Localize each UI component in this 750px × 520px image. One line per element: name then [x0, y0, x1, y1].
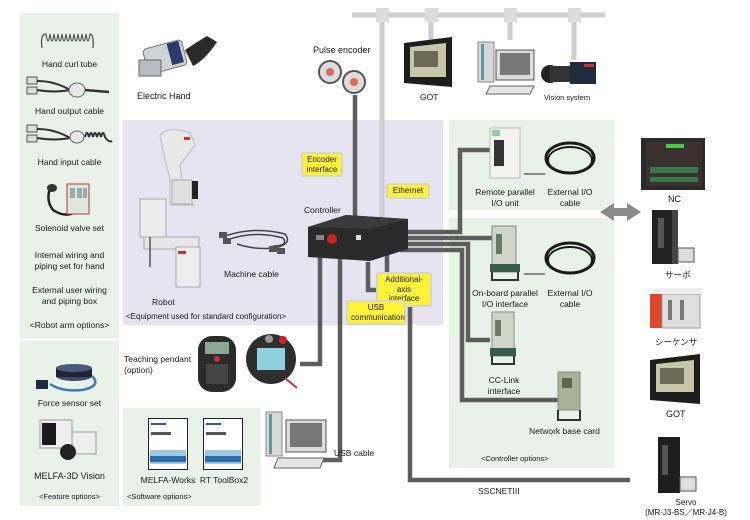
- pulse-encoder-label: Pulse encoder: [313, 45, 371, 55]
- sscnet-label: SSCNETIII: [478, 486, 520, 496]
- cc-link-interface-icon: [490, 311, 516, 365]
- servo-jp-label: サーボ: [665, 270, 691, 280]
- electric-hand-icon: [138, 36, 217, 77]
- machine-cable-label: Machine cable: [224, 269, 279, 279]
- nc-label: NC: [668, 194, 681, 204]
- personal-computer-icon: [477, 41, 535, 95]
- teaching-pendant-r56tb-icon: [246, 334, 298, 389]
- hand-input-cable-label: Hand input cable: [37, 157, 102, 167]
- cc-link-interface-label: CC-Link interface: [487, 375, 521, 396]
- controller-options-title: <Controller options>: [481, 454, 549, 463]
- hand-output-cable-label: Hand output cable: [35, 106, 104, 116]
- force-sensor-set-label: Force sensor set: [37, 398, 102, 408]
- melfa-works-manual-icon: [148, 418, 188, 470]
- standard-config-title: <Equipment used for standard configurati…: [126, 312, 287, 321]
- network-base-card-icon: [557, 371, 581, 421]
- hand-curl-tube-label: Hand curl tube: [41, 59, 98, 69]
- solenoid-valve-set-label: Solenoid valve set: [35, 223, 104, 233]
- external-io-cable-2-icon: [544, 241, 596, 275]
- got-top-icon: [404, 37, 452, 87]
- hand-input-cable-icon: [26, 124, 113, 144]
- vertical-robot-icon: [159, 129, 198, 206]
- got-right-label: GOT: [666, 409, 686, 419]
- scara-robot-icon: [139, 198, 201, 288]
- remote-parallel-io-unit-label: Remote parallel I/O unit: [475, 187, 535, 208]
- encoder-interface-tag: Encoder interface: [301, 152, 343, 178]
- melfa-works-label: MELFA-Works: [140, 475, 196, 485]
- robot-arm-options-title: <Robot arm options>: [29, 320, 110, 330]
- internal-wiring-piping-set-label: Internal wiring and piping set for hand: [34, 250, 105, 271]
- usb-communication-tag: USB communication: [346, 300, 406, 326]
- servo-label: Servo (MR-J3-BS／MR-J4-B): [645, 498, 727, 517]
- external-io-cable-1-icon: [544, 141, 596, 175]
- robot-arm-options-panel: [20, 13, 119, 338]
- hand-output-cable-icon: [26, 76, 110, 98]
- software-options-title: <Software options>: [127, 492, 192, 501]
- got-top-label: GOT: [420, 92, 439, 102]
- servo-mr-j-icon: [658, 437, 697, 493]
- melfa-3d-vision-label: MELFA-3D Vision: [34, 471, 105, 481]
- rt-toolbox2-label: RT ToolBox2: [199, 475, 249, 485]
- network-base-card-label: Network base card: [529, 426, 600, 436]
- remote-parallel-io-unit-icon: [489, 127, 521, 179]
- feature-options-title: <Feature options>: [39, 492, 100, 501]
- hand-curl-tube-icon: [40, 33, 94, 49]
- servo-amplifier-icon: [652, 210, 695, 264]
- force-sensor-icon: [36, 364, 97, 392]
- robot-label: Robot: [152, 297, 175, 307]
- usb-cable-label: USB cable: [334, 448, 375, 458]
- onboard-parallel-io-interface-label: On-board parallel I/O interface: [472, 288, 538, 309]
- ethernet-tag: Ethernet: [386, 183, 430, 199]
- rt-toolbox2-manual-icon: [203, 418, 243, 470]
- teaching-pendant-label: Teaching pendant (option): [124, 354, 192, 375]
- pulse-encoder-icon: [318, 60, 366, 94]
- usb-pc-icon: [265, 411, 327, 469]
- controller-icon: [308, 215, 408, 261]
- machine-cable-icon: [219, 229, 289, 254]
- vision-system-camera-icon: [541, 62, 596, 84]
- sequencer-jp-label: シーケンサ: [655, 337, 698, 347]
- onboard-parallel-io-interface-icon: [490, 225, 520, 281]
- sequencer-plc-icon: [650, 288, 702, 329]
- nc-display-icon: [641, 138, 705, 190]
- got-right-icon: [650, 354, 700, 404]
- electric-hand-label: Electric Hand: [137, 91, 191, 101]
- external-io-cable-1-label: External I/O cable: [547, 187, 593, 208]
- vision-system-label: Vision system: [544, 93, 591, 102]
- melfa-3d-vision-icon: [39, 419, 97, 460]
- external-io-cable-2-label: External I/O cable: [547, 288, 593, 309]
- external-user-wiring-box-label: External user wiring and piping box: [32, 285, 107, 306]
- controller-label: Controller: [304, 205, 341, 215]
- solenoid-valve-set-icon: [47, 183, 90, 216]
- teaching-pendant-r32tb-icon: [198, 336, 236, 392]
